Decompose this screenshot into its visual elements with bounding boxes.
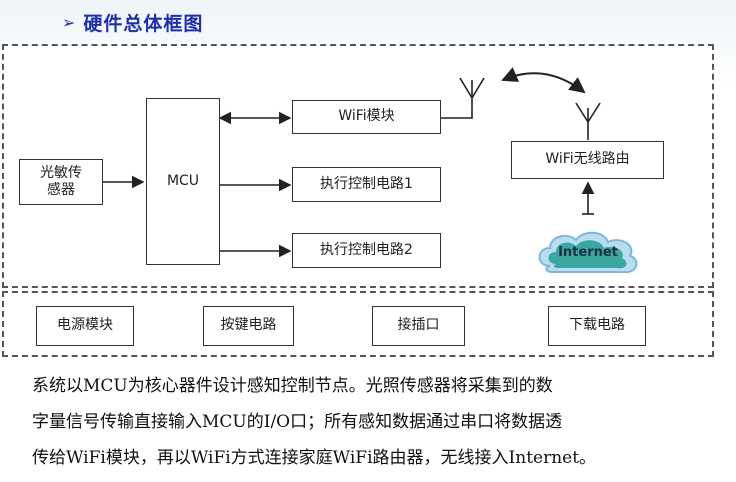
download-circuit-box: 下载电路 bbox=[548, 306, 646, 346]
internet-cloud: Internet bbox=[532, 226, 644, 278]
description-line-1: 系统以MCU为核心器件设计感知控制节点。光照传感器将采集到的数 bbox=[32, 376, 553, 396]
arrow-bullet-icon: ➢ bbox=[62, 12, 76, 32]
control-circuit-1-label: 执行控制电路1 bbox=[320, 175, 413, 192]
key-circuit-label: 按键电路 bbox=[220, 317, 277, 334]
wifi-router-box: WiFi无线路由 bbox=[511, 141, 664, 179]
power-module-label: 电源模块 bbox=[57, 317, 113, 334]
module-antenna-icon bbox=[459, 77, 485, 99]
wifi-module-antenna-wire bbox=[441, 90, 473, 119]
cloud-icon bbox=[538, 231, 638, 274]
control-circuit-2-box: 执行控制电路2 bbox=[292, 233, 441, 268]
light-sensor-label: 光敏传感器 bbox=[40, 164, 82, 199]
key-circuit-box: 按键电路 bbox=[203, 306, 294, 346]
download-circuit-label: 下载电路 bbox=[569, 317, 625, 334]
power-module-box: 电源模块 bbox=[36, 306, 134, 346]
control-circuit-2-label: 执行控制电路2 bbox=[320, 241, 413, 258]
support-block-frame bbox=[2, 291, 714, 357]
wireless-link-arrow bbox=[501, 67, 586, 94]
internet-label: Internet bbox=[558, 244, 618, 260]
control-circuit-1-box: 执行控制电路1 bbox=[292, 167, 441, 202]
mcu-box: MCU bbox=[146, 98, 220, 265]
slide-title: ➢ 硬件总体框图 bbox=[62, 9, 203, 35]
wifi-router-label: WiFi无线路由 bbox=[545, 151, 630, 168]
interface-label: 接插口 bbox=[397, 317, 440, 334]
description-line-2: 字量信号传输直接输入MCU的I/O口；所有感知数据通过串口将数据透 bbox=[32, 412, 563, 432]
interface-box: 接插口 bbox=[372, 306, 465, 346]
router-antenna-icon bbox=[575, 102, 601, 140]
mcu-label: MCU bbox=[166, 172, 200, 189]
light-sensor-box: 光敏传感器 bbox=[19, 159, 103, 205]
description-text: 系统以MCU为核心器件设计感知控制节点。光照传感器将采集到的数 字量信号传输直接… bbox=[14, 368, 734, 476]
title-text: 硬件总体框图 bbox=[83, 12, 204, 35]
wifi-module-label: WiFi模块 bbox=[338, 108, 395, 125]
wifi-module-box: WiFi模块 bbox=[292, 100, 441, 134]
description-line-3: 传给WiFi模块，再以WiFi方式连接家庭WiFi路由器，无线接入Interne… bbox=[32, 448, 597, 468]
main-block-frame bbox=[2, 44, 714, 288]
